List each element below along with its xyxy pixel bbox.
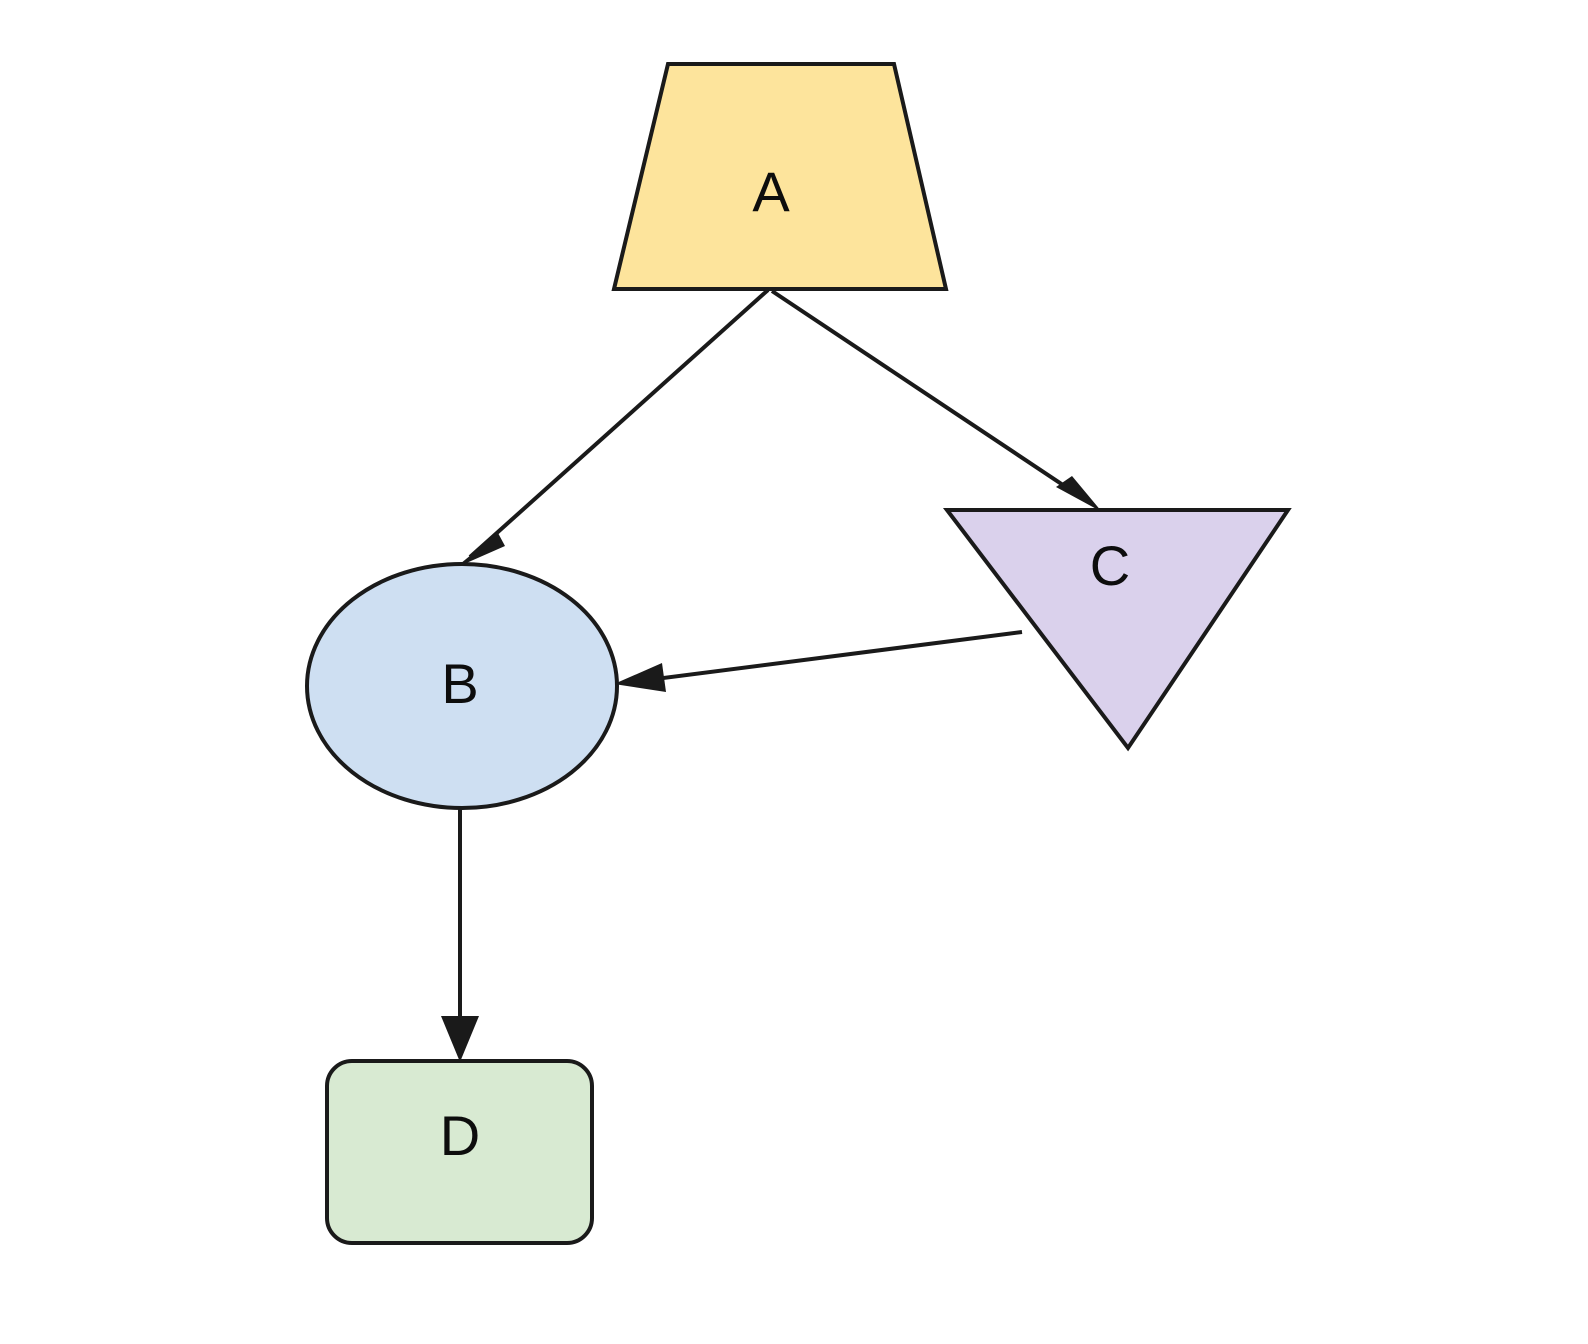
edge-c-to-b-arrowhead — [614, 663, 666, 692]
node-d-rounded-rect[interactable] — [325, 1059, 594, 1245]
edge-c-to-b-line — [631, 630, 1023, 684]
node-c[interactable]: C — [942, 508, 1292, 752]
edge-a-to-b[interactable] — [455, 288, 770, 568]
edge-c-to-b[interactable] — [614, 630, 1023, 692]
node-b-ellipse[interactable] — [305, 562, 619, 810]
edge-b-to-d[interactable] — [441, 808, 479, 1062]
edges-layer — [441, 288, 1102, 1062]
nodes-layer: A B C D — [305, 62, 1292, 1245]
edge-a-to-b-line — [468, 288, 770, 559]
edge-a-to-c-line — [770, 289, 1092, 505]
edge-b-to-d-arrowhead — [441, 1016, 479, 1062]
node-d[interactable]: D — [325, 1059, 594, 1245]
node-b[interactable]: B — [305, 562, 619, 810]
edge-a-to-c-arrowhead — [1056, 476, 1102, 512]
node-c-triangle[interactable] — [942, 508, 1292, 752]
edge-a-to-b-arrowhead — [455, 533, 505, 568]
node-a-trapezoid[interactable] — [611, 62, 949, 291]
edge-a-to-c[interactable] — [770, 289, 1102, 512]
node-a[interactable]: A — [611, 62, 949, 291]
